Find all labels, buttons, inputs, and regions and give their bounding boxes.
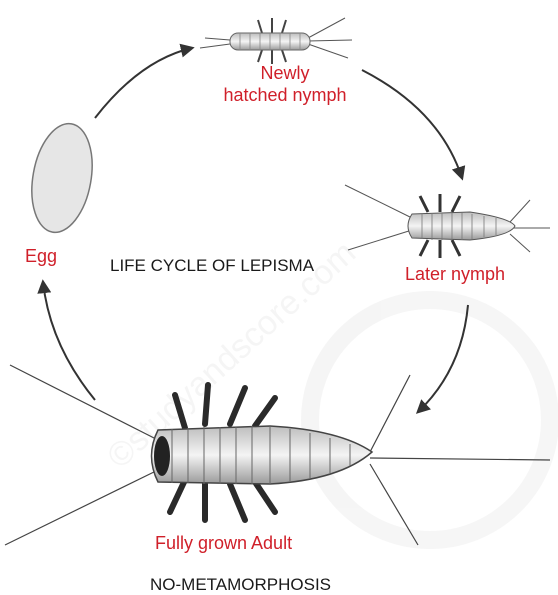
arrow-later-nymph-to-adult	[418, 305, 468, 412]
newly-hatched-nymph-label: Newly hatched nymph	[215, 62, 355, 106]
egg-illustration	[24, 119, 100, 237]
newly-hatched-nymph-label-line1: Newly	[215, 62, 355, 84]
newly-hatched-nymph-label-line2: hatched nymph	[215, 84, 355, 106]
later-nymph-label: Later nymph	[405, 263, 505, 285]
egg-label: Egg	[25, 245, 57, 267]
newly-hatched-nymph-illustration	[200, 18, 352, 64]
adult-illustration	[5, 365, 550, 545]
arrow-egg-to-nymph	[95, 48, 192, 118]
arrow-nymph-to-later-nymph	[362, 70, 462, 178]
arrow-adult-to-egg	[43, 282, 95, 400]
diagram-title: LIFE CYCLE OF LEPISMA	[110, 256, 314, 276]
adult-label: Fully grown Adult	[155, 532, 292, 554]
later-nymph-illustration	[345, 185, 550, 258]
footer-caption: NO-METAMORPHOSIS	[150, 575, 331, 595]
